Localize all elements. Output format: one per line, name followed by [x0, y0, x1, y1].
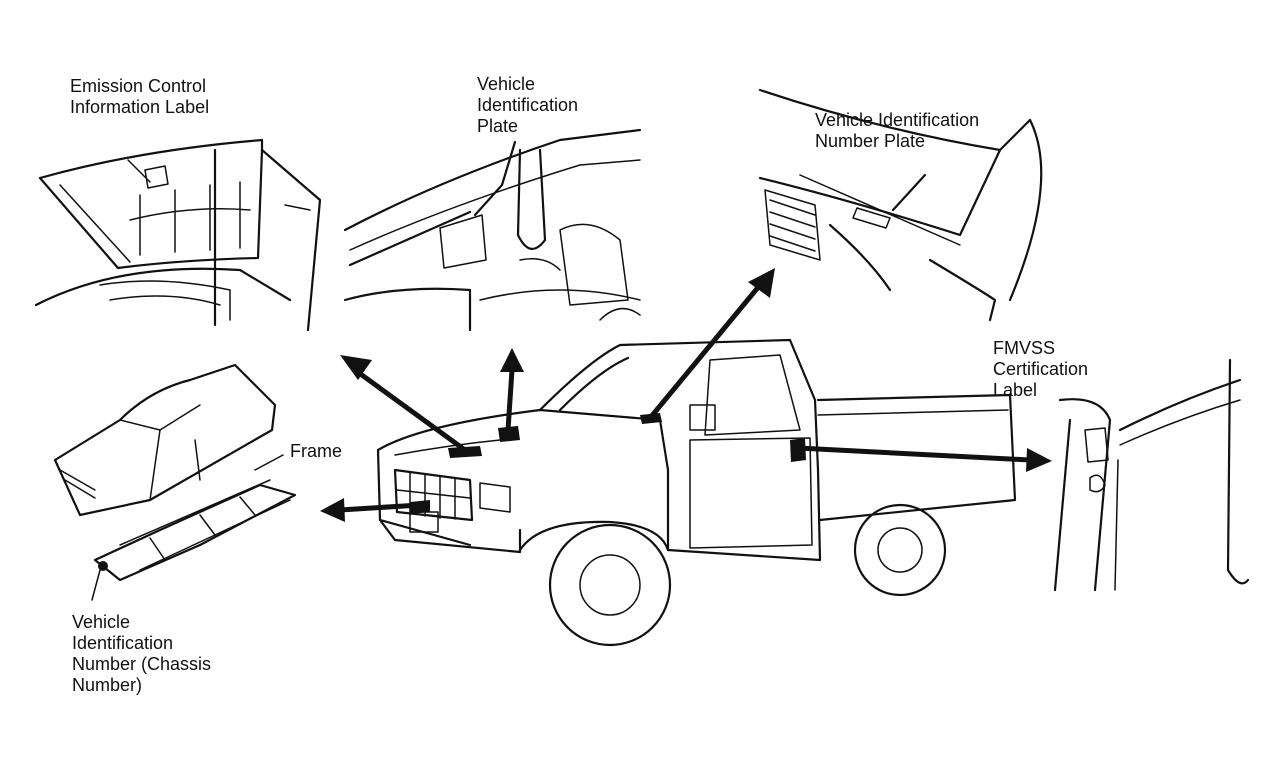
vin-line-2: Number Plate [815, 131, 926, 151]
body-and-frame [53, 363, 297, 601]
fmvss-label: FMVSS Certification Label [993, 338, 1088, 401]
frame-label: Frame [290, 441, 343, 461]
door-jamb-panel [1053, 358, 1250, 592]
emission-line-1: Emission Control [70, 76, 207, 96]
chassis-line-4: Number) [72, 675, 143, 695]
vin-plate-label: Vehicle Identification Number Plate [815, 110, 979, 152]
vip-line-3: Plate [477, 116, 519, 136]
chassis-line-2: Identification [72, 633, 174, 653]
hood-panel [34, 138, 322, 332]
chassis-number-label: Vehicle Identification Number (Chassis N… [72, 612, 211, 696]
vehicle-id-plate-label: Vehicle Identification Plate [477, 74, 578, 137]
fmvss-line-1: FMVSS [993, 338, 1056, 358]
chassis-line-3: Number (Chassis [72, 654, 212, 674]
emission-line-2: Information Label [70, 97, 210, 117]
fmvss-line-2: Certification [993, 359, 1089, 379]
vip-line-2: Identification [477, 95, 579, 115]
vip-line-1: Vehicle [477, 74, 536, 94]
cowl-panel [343, 128, 642, 332]
chassis-line-1: Vehicle [72, 612, 131, 632]
pickup-truck [376, 338, 1017, 647]
emission-label: Emission Control Information Label [70, 76, 209, 118]
fmvss-line-3: Label [993, 380, 1038, 400]
vin-line-1: Vehicle Identification [815, 110, 980, 130]
pointer-arrows [320, 268, 1052, 522]
windshield-panel [758, 88, 1043, 322]
